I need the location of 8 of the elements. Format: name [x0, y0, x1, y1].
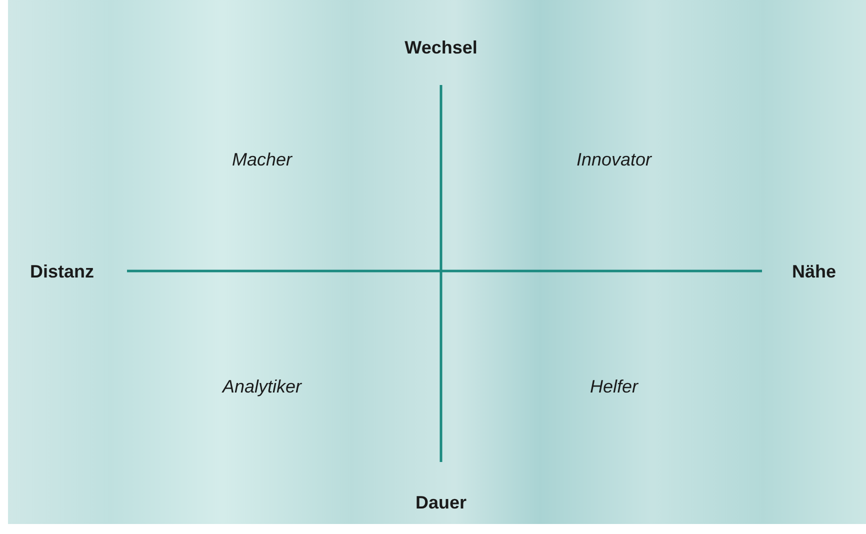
axis-label: Distanz [30, 262, 94, 282]
axis-label: Wechsel [404, 38, 478, 58]
quadrant-label: Helfer [590, 376, 638, 398]
axis-label: Dauer [415, 492, 467, 514]
quadrant-label: Innovator [576, 150, 652, 170]
quadrant-label: Macher [232, 150, 292, 170]
quadrant-label: Analytiker [222, 376, 302, 398]
axis-label: Nähe [792, 262, 836, 282]
